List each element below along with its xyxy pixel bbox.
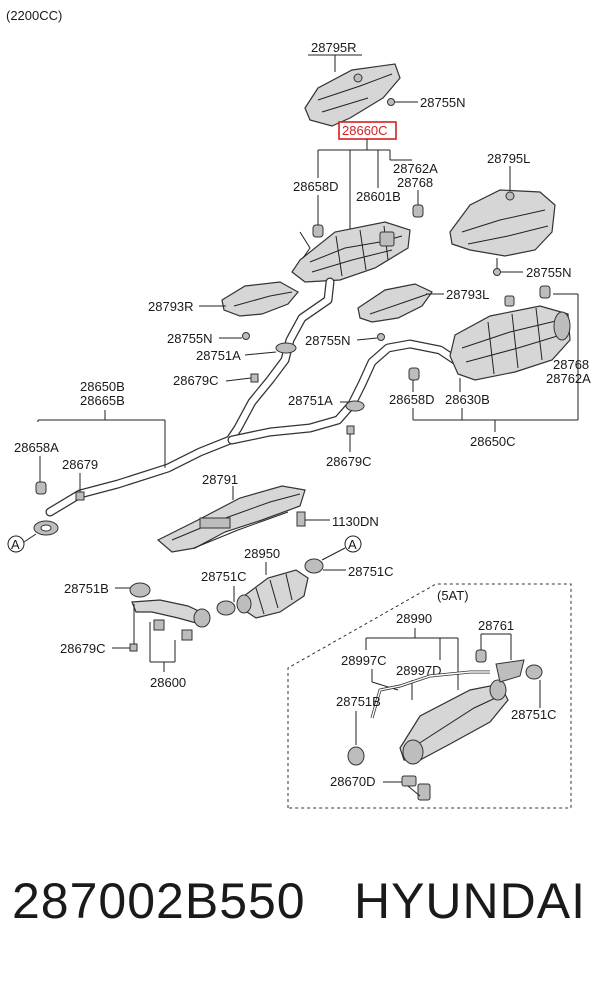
reference-marker-a: [7, 535, 25, 553]
part-label-28679C-bottom: 28679C: [60, 641, 106, 656]
heat-shield-upper-front: [304, 63, 401, 127]
part-label-28762A-top: 28762A: [393, 161, 438, 176]
part-label-28768-right: 28768: [553, 357, 589, 372]
part-label-28679C-mid: 28679C: [326, 454, 372, 469]
reference-marker-a: [344, 535, 362, 553]
footer: 287002B550 HYUNDAI: [0, 872, 600, 952]
part-label-28679: 28679: [62, 457, 98, 472]
part-label-28660C: 28660C: [342, 123, 388, 138]
bolt-icon: [346, 425, 355, 435]
inset-converter: [399, 679, 509, 765]
heat-shield-lower-front: [221, 281, 299, 317]
part-label-28793R: 28793R: [148, 299, 194, 314]
part-label-28795L: 28795L: [487, 151, 530, 166]
rubber-hanger-icon: [312, 224, 324, 238]
catalytic-converter: [243, 569, 309, 619]
rubber-hanger-icon: [408, 367, 420, 381]
part-label-28791: 28791: [202, 472, 238, 487]
exhaust-pipe-main: [45, 277, 460, 517]
part-label-28601B: 28601B: [356, 189, 401, 204]
front-pipe-assembly: [129, 582, 211, 641]
inset-5at: [287, 583, 572, 809]
rear-muffler: [449, 305, 571, 381]
gasket-icon: [345, 400, 365, 412]
part-number: 287002B550: [12, 873, 306, 929]
heat-shield-upper-rear: [449, 189, 556, 257]
part-label-28793L: 28793L: [446, 287, 489, 302]
part-label-28751C-left: 28751C: [201, 569, 247, 584]
bolt-icon: [250, 373, 259, 383]
inset-label-28761: 28761: [478, 618, 514, 633]
nut-icon: [493, 268, 501, 276]
part-label-28658D-top: 28658D: [293, 179, 339, 194]
part-label-28755N-right: 28755N: [526, 265, 572, 280]
marker-label-a1: A: [11, 537, 20, 552]
part-label-1130DN: 1130DN: [332, 514, 379, 529]
inset-label-28990: 28990: [396, 611, 432, 626]
inset-label-28751B: 28751B: [336, 694, 381, 709]
part-label-28755N-left: 28755N: [167, 331, 213, 346]
part-label-28600: 28600: [150, 675, 186, 690]
rubber-hanger-icon: [475, 649, 487, 663]
gasket-icon: [525, 664, 543, 680]
underbody-heat-shield: [156, 485, 306, 553]
part-label-28768-top: 28768: [397, 175, 433, 190]
part-label-28755N-mid: 28755N: [305, 333, 351, 348]
marker-label-a2: A: [348, 537, 357, 552]
mounting-bracket-icon: [495, 659, 525, 683]
center-muffler-assembly: [291, 221, 411, 283]
part-label-28650B: 28650B: [80, 379, 125, 394]
brand-name: HYUNDAI: [353, 873, 586, 929]
part-label-28679C-left: 28679C: [173, 373, 219, 388]
gasket-icon: [216, 600, 236, 616]
heat-shield-lower-rear: [357, 283, 433, 323]
rubber-hanger-icon: [504, 295, 515, 307]
bolt-icon: [75, 491, 85, 501]
part-label-28658D-right: 28658D: [389, 392, 435, 407]
nut-icon: [242, 332, 250, 340]
inset-title: (5AT): [437, 588, 469, 603]
inset-label-28997D: 28997D: [396, 663, 442, 678]
gasket-icon: [275, 342, 297, 354]
inset-label-28751C: 28751C: [511, 707, 557, 722]
nut-icon: [387, 98, 395, 106]
rubber-hanger-icon: [539, 285, 551, 299]
bolt-icon: [129, 643, 138, 652]
part-label-28755N-top: 28755N: [420, 95, 466, 110]
inset-label-28670D: 28670D: [330, 774, 376, 789]
part-label-28762A-right: 28762A: [546, 371, 591, 386]
rubber-hanger-icon: [412, 204, 424, 218]
sensor-icon: [401, 775, 431, 801]
part-label-28650C: 28650C: [470, 434, 516, 449]
nut-icon: [377, 333, 385, 341]
part-label-28630B: 28630B: [445, 392, 490, 407]
part-label-28751B-left: 28751B: [64, 581, 109, 596]
gasket-icon: [347, 746, 365, 766]
rubber-hanger-icon: [35, 481, 47, 495]
part-label-28658A: 28658A: [14, 440, 59, 455]
part-label-28751A-left: 28751A: [196, 348, 241, 363]
inset-label-28997C: 28997C: [341, 653, 387, 668]
engine-label: (2200CC): [6, 8, 62, 23]
part-label-28950: 28950: [244, 546, 280, 561]
part-label-28665B: 28665B: [80, 393, 125, 408]
part-label-28751A-mid: 28751A: [288, 393, 333, 408]
gasket-icon: [304, 558, 324, 574]
bolt-icon: [296, 511, 306, 527]
part-label-28795R: 28795R: [311, 40, 357, 55]
part-label-28751C-right: 28751C: [348, 564, 394, 579]
